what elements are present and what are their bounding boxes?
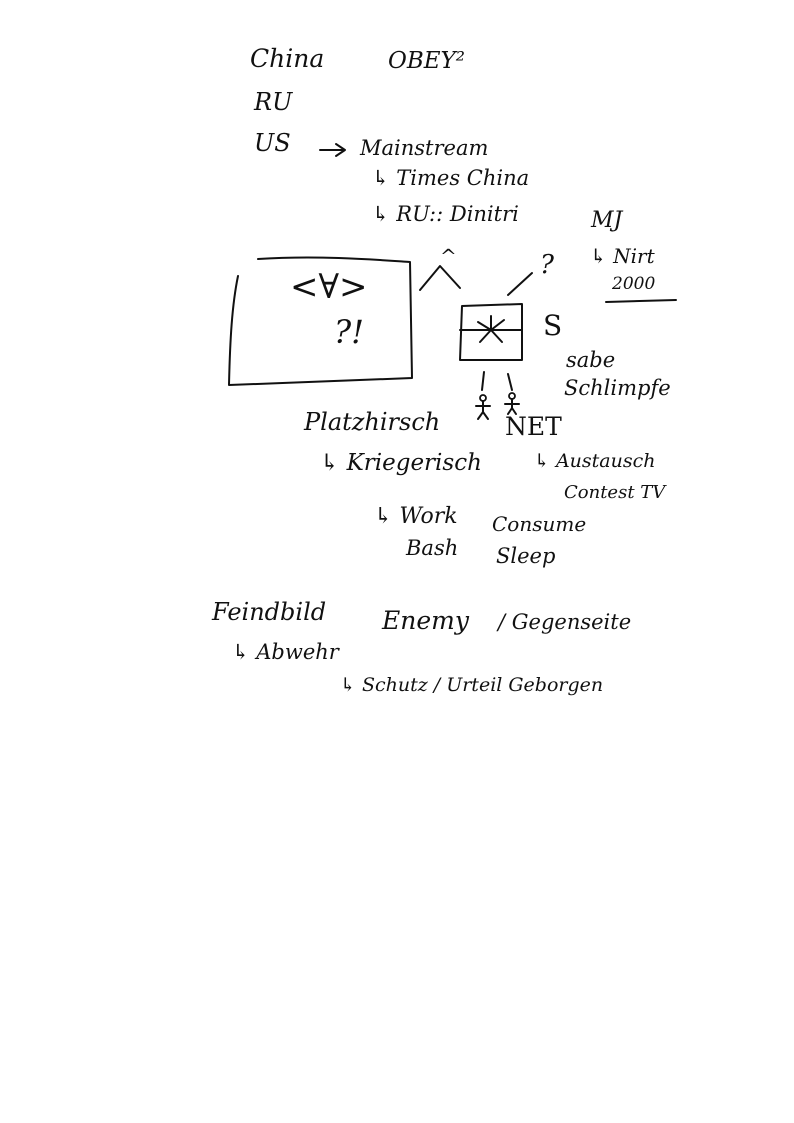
note-sabe: sabe: [566, 348, 616, 372]
sketch-question-mark: ?: [540, 250, 554, 280]
note-work: ↳ Work: [374, 504, 458, 529]
monitor-leg-right: [507, 373, 513, 391]
note-gegenseite: / Gegenseite: [498, 610, 632, 634]
note-contest-tv: Contest TV: [564, 482, 666, 503]
note-mainstream: Mainstream: [360, 136, 489, 160]
note-china: China: [250, 44, 325, 73]
monitor-frame: [459, 303, 523, 361]
note-ru: RU: [254, 88, 293, 116]
note-net: NET: [505, 412, 562, 441]
note-feindbild: Feindbild: [212, 598, 327, 626]
sketch-box-symbol: <∀>: [290, 267, 368, 307]
note-times-china: ↳ Times China: [372, 166, 530, 190]
note-consume: Consume: [492, 512, 587, 536]
note-schlimpfe: Schlimpfe: [564, 376, 671, 400]
monitor-burst-icon: [477, 315, 505, 343]
note-ru-dinitri: ↳ RU:: Dinitri: [372, 202, 519, 226]
sketch-caret: ^: [440, 244, 457, 268]
sketch-line-to-question: [507, 272, 533, 296]
note-austausch: ↳ Austausch: [534, 450, 656, 472]
stick-figure-right-icon: [504, 392, 520, 415]
note-nirt: ↳ Nirt: [590, 244, 655, 268]
note-bash: Bash: [406, 536, 459, 560]
us-arrow: [319, 143, 346, 157]
year-underline: [605, 299, 677, 303]
note-schutz: ↳ Schutz / Urteil Geborgen: [340, 674, 604, 696]
note-enemy: Enemy: [382, 606, 469, 635]
stick-figure-left-icon: [475, 394, 491, 420]
monitor-leg-left: [481, 371, 485, 391]
note-s-mark: S: [543, 309, 563, 342]
note-us: US: [254, 129, 291, 157]
note-abwehr: ↳ Abwehr: [232, 640, 339, 664]
sketch-box-exclaim: ?!: [334, 313, 365, 351]
note-kriegerisch: ↳ Kriegerisch: [320, 450, 482, 476]
note-obey: OBEY²: [388, 48, 465, 74]
note-year: 2000: [612, 274, 656, 294]
note-sleep: Sleep: [496, 544, 556, 568]
note-platzhirsch: Platzhirsch: [304, 408, 441, 436]
sketch-arrow-to-monitor: [419, 265, 461, 291]
note-mj: MJ: [591, 208, 623, 233]
